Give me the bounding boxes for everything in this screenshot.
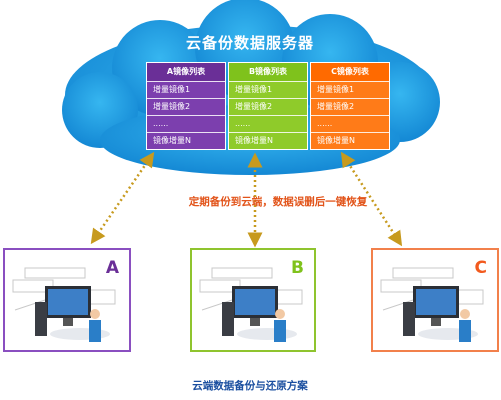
site-b-label: B [291,258,304,278]
image-list-a-header: A镜像列表 [147,63,225,81]
office-illustration-a [12,267,116,342]
image-list-b-row: 增量镜像1 [229,81,307,98]
image-list-b-row: ...... [229,115,307,132]
cloud-title: 云备份数据服务器 [185,34,314,52]
image-list-b-row: 镜像增量N [229,132,307,149]
office-illustration-b [199,267,303,342]
site-a-label: A [105,258,119,278]
image-list-c-row: ...... [311,115,389,132]
image-list-b: B镜像列表 增量镜像1 增量镜像2 ...... 镜像增量N [228,62,308,150]
arrow-to-a [90,151,155,245]
arrow-to-c [340,151,403,247]
image-list-a: A镜像列表 增量镜像1 增量镜像2 ...... 镜像增量N [146,62,226,150]
image-list-b-row: 增量镜像2 [229,98,307,115]
site-c-panel: C [371,248,499,352]
image-list-c-header: C镜像列表 [311,63,389,81]
computer-tower-icon [403,302,415,336]
image-list-a-row: 增量镜像1 [147,81,225,98]
image-list-a-row: 增量镜像2 [147,98,225,115]
footer-title: 云端数据备份与还原方案 [192,380,308,392]
image-list-c: C镜像列表 增量镜像1 增量镜像2 ...... 镜像增量N [310,62,390,150]
image-list-c-row: 镜像增量N [311,132,389,149]
site-b-panel: B [190,248,316,352]
image-list-a-row: ...... [147,115,225,132]
image-list-c-row: 增量镜像2 [311,98,389,115]
image-list-b-header: B镜像列表 [229,63,307,81]
image-list-c-row: 增量镜像1 [311,81,389,98]
backup-caption: 定期备份到云端，数据误删后一键恢复 [188,196,368,208]
backup-arrows [90,151,403,248]
person-icon [275,309,285,319]
site-c-label: C [474,258,487,278]
site-a-panel: A [3,248,131,352]
computer-tower-icon [222,302,234,336]
office-illustration-c [380,267,484,342]
person-icon [90,309,100,319]
image-list-a-row: 镜像增量N [147,132,225,149]
person-icon [460,309,470,319]
computer-tower-icon [35,302,47,336]
